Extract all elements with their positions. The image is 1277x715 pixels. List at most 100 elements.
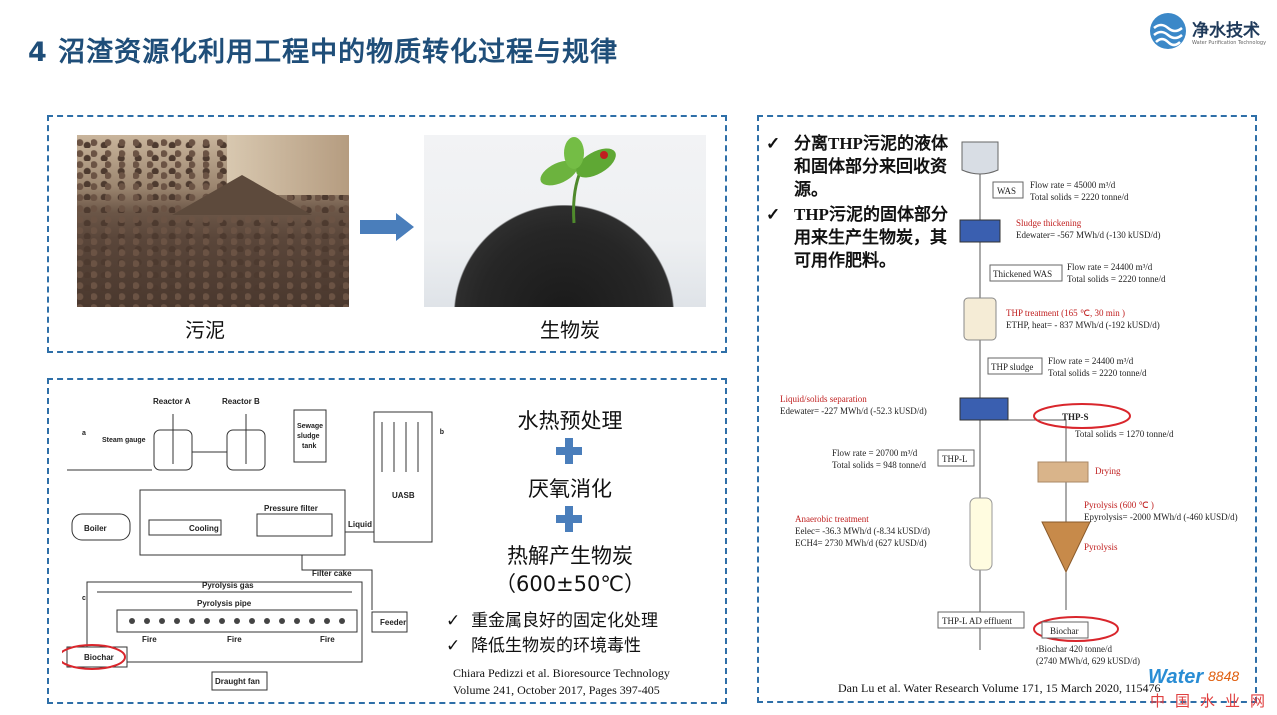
thp-l-solids: Total solids = 948 tonne/d bbox=[832, 460, 926, 470]
watermark-brand: Water bbox=[1148, 666, 1204, 688]
pyrolysis-temp-label: Pyrolysis (600 ℃ ) bbox=[1084, 500, 1154, 510]
thickened-solids: Total solids = 2220 tonne/d bbox=[1067, 274, 1166, 284]
process-schematic: Reactor A Reactor B a Steam gauge Sewage… bbox=[62, 397, 444, 691]
thp-l-flow: Flow rate = 20700 m³/d bbox=[832, 448, 918, 458]
biochar-label: 生物炭 bbox=[540, 318, 600, 342]
checkmark-icon: ✓ bbox=[446, 611, 461, 631]
cooling-label: Cooling bbox=[189, 524, 219, 533]
feeder-label: Feeder bbox=[380, 618, 406, 627]
thp-sludge-solids: Total solids = 2220 tonne/d bbox=[1048, 368, 1147, 378]
watermark-number: 8848 bbox=[1208, 668, 1240, 684]
right-arrow-icon bbox=[360, 213, 414, 241]
uasb-label: UASB bbox=[392, 491, 415, 500]
biochar-box-label: Biochar bbox=[1050, 626, 1079, 636]
thickening-label: Sludge thickening bbox=[1016, 218, 1082, 228]
check-item-1: ✓ 重金属良好的固定化处理 bbox=[446, 606, 658, 631]
thickening-energy: Edewater= -567 MWh/d (-130 kUSD/d) bbox=[1016, 230, 1161, 240]
step-temperature: （600±50℃） bbox=[495, 572, 645, 596]
sludge-to-biochar-panel bbox=[47, 115, 727, 353]
bullet-item-1: ✓ 分离THP污泥的液体和固体部分来回收资源。 bbox=[766, 132, 948, 201]
reactor-b-label: Reactor B bbox=[222, 397, 260, 406]
sewage-label-1: Sewage bbox=[297, 423, 323, 430]
thp-energy: ETHP, heat= - 837 MWh/d (-192 kUSD/d) bbox=[1006, 320, 1160, 330]
pyrolysis-gas-label: Pyrolysis gas bbox=[202, 581, 254, 590]
drying-label: Drying bbox=[1095, 466, 1121, 476]
citation-left: Chiara Pedizzi et al. Bioresource Techno… bbox=[453, 665, 670, 699]
page-title: 4 沼渣资源化利用工程中的物质转化过程与规律 bbox=[28, 37, 619, 68]
pyrolysis-label: Pyrolysis bbox=[1084, 542, 1118, 552]
separation-energy: Edewater= -227 MWh/d (-52.3 kUSD/d) bbox=[780, 406, 927, 416]
logo-subtitle: Water Purification Technology bbox=[1192, 40, 1267, 46]
sewage-label-2: sludge bbox=[297, 433, 320, 440]
step-anaerobic-digestion: 厌氧消化 bbox=[528, 477, 612, 501]
watermark-cn: 中国水业网 bbox=[1150, 692, 1276, 710]
biochar-note-2: (2740 MWh/d, 629 kUSD/d) bbox=[1036, 656, 1140, 666]
was-solids: Total solids = 2220 tonne/d bbox=[1030, 192, 1129, 202]
was-flow: Flow rate = 45000 m³/d bbox=[1030, 180, 1116, 190]
process-panel bbox=[47, 378, 727, 704]
anaerobic-elec: Eelec= -36.3 MWh/d (-8.34 kUSD/d) bbox=[795, 526, 930, 536]
boiler-label: Boiler bbox=[84, 524, 107, 533]
step-hydrothermal: 水热预处理 bbox=[517, 409, 623, 433]
check-text-2: 降低生物炭的环境毒性 bbox=[471, 636, 642, 656]
checkmark-icon: ✓ bbox=[446, 636, 461, 656]
biochar-highlight-ellipse bbox=[62, 644, 126, 670]
sludge-label: 污泥 bbox=[185, 318, 225, 342]
fire-label-3: Fire bbox=[320, 635, 335, 644]
citation-left-line-2: Volume 241, October 2017, Pages 397-405 bbox=[453, 683, 660, 697]
thickened-was-label: Thickened WAS bbox=[993, 269, 1052, 279]
citation-right: Dan Lu et al. Water Research Volume 171,… bbox=[838, 681, 1161, 695]
thp-l-label: THP-L bbox=[942, 454, 968, 464]
pressure-filter-label: Pressure filter bbox=[264, 504, 318, 513]
pyrolysis-pipe-label: Pyrolysis pipe bbox=[197, 599, 252, 608]
biochar-pile bbox=[454, 205, 674, 307]
checkmark-icon: ✓ bbox=[766, 205, 781, 224]
seedling-icon bbox=[540, 137, 616, 224]
thp-s-label: THP-S bbox=[1062, 412, 1089, 422]
thp-s-solids: Total solids = 1270 tonne/d bbox=[1075, 429, 1174, 439]
thp-l-effluent-label: THP-L AD effluent bbox=[942, 616, 1012, 626]
logo-text: 净水技术 bbox=[1192, 21, 1260, 41]
biochar-note-1: ᵃBiochar 420 tonne/d bbox=[1036, 644, 1112, 654]
thp-bullet-list: ✓ 分离THP污泥的液体和固体部分来回收资源。 ✓ THP污泥的固体部分用来生产… bbox=[766, 132, 948, 274]
filter-cake-label: Filter cake bbox=[312, 569, 352, 578]
check-item-2: ✓ 降低生物炭的环境毒性 bbox=[446, 631, 641, 656]
sludge-photo bbox=[77, 135, 349, 307]
bullet-text-1: 分离THP污泥的液体和固体部分来回收资源。 bbox=[794, 134, 948, 199]
sewage-label-3: tank bbox=[302, 443, 317, 450]
draught-fan-label: Draught fan bbox=[215, 677, 260, 686]
biochar-photo bbox=[424, 135, 706, 307]
thp-flow-panel bbox=[757, 115, 1257, 703]
bullet-text-2: THP污泥的固体部分用来生产生物炭，其可用作肥料。 bbox=[794, 205, 948, 270]
water-drop-icon bbox=[1150, 13, 1186, 49]
fire-label-1: Fire bbox=[142, 635, 157, 644]
watermark: Water 8848 中国水业网 bbox=[1148, 666, 1273, 711]
thp-treatment-label: THP treatment (165 ℃, 30 min ) bbox=[1006, 308, 1125, 318]
anaerobic-label: Anaerobic treatment bbox=[795, 514, 869, 524]
reactor-a-label: Reactor A bbox=[153, 397, 191, 406]
thp-s-highlight-ellipse bbox=[1033, 403, 1131, 429]
biochar-highlight-ellipse bbox=[1033, 616, 1119, 642]
label-c: c bbox=[82, 595, 86, 602]
pyrolysis-energy: Epyrolysis= -2000 MWh/d (-460 kUSD/d) bbox=[1084, 512, 1238, 522]
fire-label-2: Fire bbox=[227, 635, 242, 644]
thickened-flow: Flow rate = 24400 m³/d bbox=[1067, 262, 1153, 272]
thp-flow-diagram: WAS Flow rate = 45000 m³/d Total solids … bbox=[780, 141, 1238, 666]
plus-icon bbox=[556, 438, 582, 464]
thp-sludge-label: THP sludge bbox=[991, 362, 1033, 372]
logo: 净水技术 Water Purification Technology bbox=[1148, 10, 1266, 52]
checkmark-icon: ✓ bbox=[766, 134, 781, 153]
anaerobic-ch4: ECH4= 2730 MWh/d (627 kUSD/d) bbox=[795, 538, 927, 548]
plus-icon bbox=[556, 506, 582, 532]
bullet-item-2: ✓ THP污泥的固体部分用来生产生物炭，其可用作肥料。 bbox=[766, 203, 948, 272]
label-a: a bbox=[82, 430, 86, 437]
liquid-label: Liquid bbox=[348, 520, 372, 529]
was-label: WAS bbox=[997, 186, 1016, 196]
step-pyrolysis: 热解产生物炭 bbox=[507, 544, 633, 568]
citation-left-line-1: Chiara Pedizzi et al. Bioresource Techno… bbox=[453, 666, 670, 680]
steam-gauge-label: Steam gauge bbox=[102, 437, 146, 444]
label-b: b bbox=[440, 429, 444, 436]
separation-label: Liquid/solids separation bbox=[780, 394, 867, 404]
biochar-output-label: Biochar bbox=[84, 653, 114, 662]
thp-sludge-flow: Flow rate = 24400 m³/d bbox=[1048, 356, 1134, 366]
